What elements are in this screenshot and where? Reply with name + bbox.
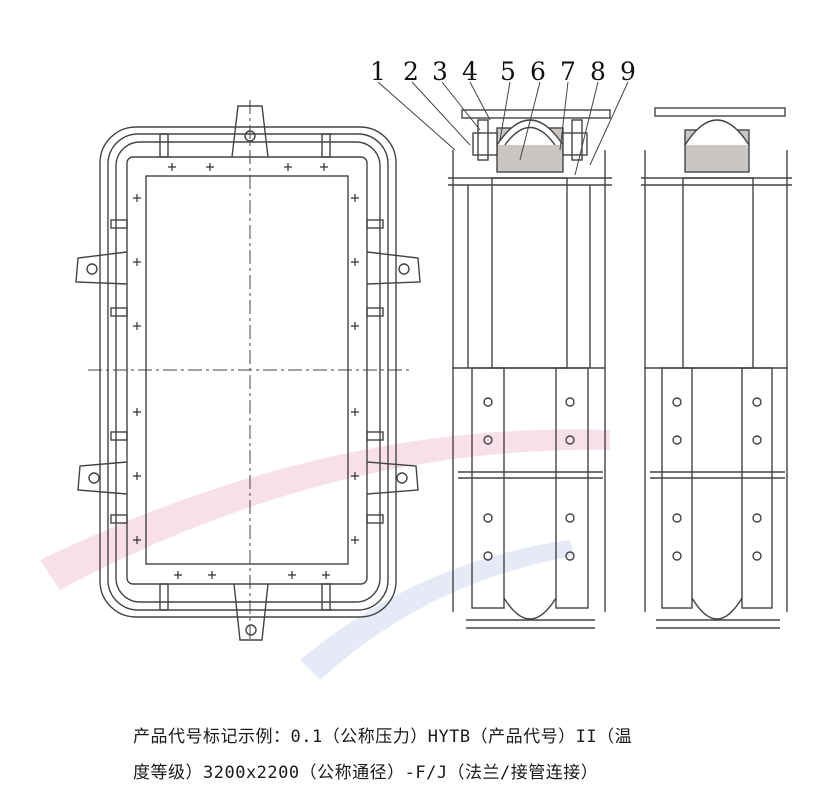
callout-numbers: 1 2 3 4 5 6 7 8 9 (370, 57, 636, 86)
section-view-right (641, 107, 792, 629)
bolt-marks (133, 163, 359, 579)
top-lug (231, 105, 269, 158)
callout-6: 6 (530, 57, 546, 86)
right-lug-bottom (366, 461, 419, 495)
leader-lines (377, 81, 629, 176)
callout-2: 2 (403, 57, 419, 86)
bellows-arch-left (496, 119, 564, 146)
bellows-arch-right (684, 119, 750, 146)
callout-8: 8 (590, 57, 606, 86)
outer-frame (99, 126, 397, 618)
callout-3: 3 (432, 57, 448, 86)
watermark-swash-blue (300, 540, 575, 680)
callout-7: 7 (560, 57, 576, 86)
callout-5: 5 (500, 57, 516, 86)
callout-4: 4 (462, 57, 478, 86)
caption-line-2: 度等级）3200x2200（公称通径）-F/J（法兰/接管连接） (133, 763, 599, 783)
caption-line-1: 产品代号标记示例：0.1（公称压力）HYTB（产品代号）II（温 (133, 727, 633, 747)
callout-1: 1 (370, 57, 386, 86)
watermark-swash (40, 429, 610, 590)
left-lug-top (75, 251, 128, 285)
right-lug-top (366, 251, 421, 285)
callout-9: 9 (620, 57, 636, 86)
front-view (75, 100, 421, 641)
section-view-left (448, 109, 612, 629)
bottom-lug (233, 583, 269, 641)
left-lug-bottom (77, 461, 128, 495)
